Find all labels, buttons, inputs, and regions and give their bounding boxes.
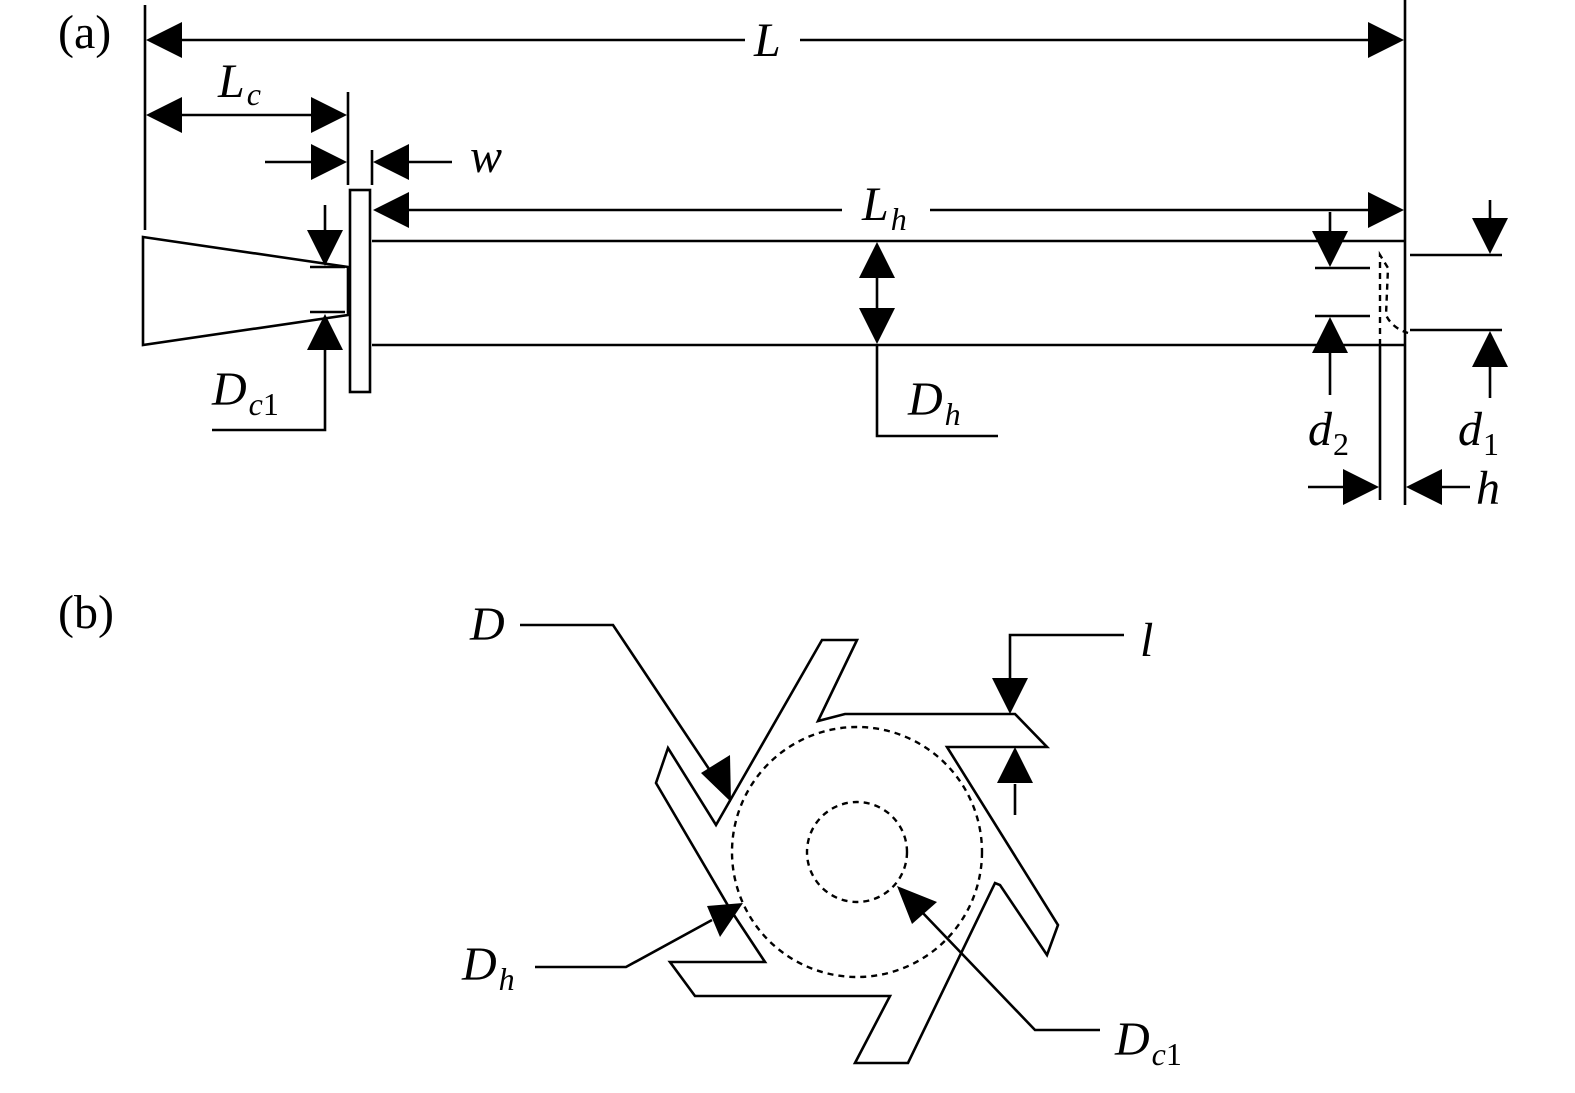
arrowhead xyxy=(373,192,409,228)
dimension-h: h xyxy=(1308,462,1500,515)
label-w: w xyxy=(470,130,502,183)
panel-a-label: (a) xyxy=(58,6,111,59)
nozzle-inlet-outline xyxy=(654,638,1060,1065)
arrowhead xyxy=(1406,469,1442,505)
arrowhead xyxy=(859,308,895,344)
leader xyxy=(212,350,327,432)
arrowhead xyxy=(307,314,343,350)
panel-b-label: (b) xyxy=(58,586,114,639)
label-Lh: Lh xyxy=(861,178,907,237)
label-Dc1-b: Dc1 xyxy=(1114,1013,1182,1072)
arrowhead xyxy=(992,678,1028,714)
label-Dh-b: Dh xyxy=(461,938,515,997)
arrowhead xyxy=(707,903,743,937)
arrowhead xyxy=(146,97,182,133)
arrowhead xyxy=(1368,192,1404,228)
label-h: h xyxy=(1476,462,1500,515)
dimension-L: L xyxy=(146,14,1404,67)
arrowhead xyxy=(146,22,182,58)
hot-end-valve-plug xyxy=(1378,250,1409,345)
arrowhead xyxy=(307,230,343,266)
dimension-l: l xyxy=(992,614,1153,815)
arrowhead xyxy=(897,886,937,924)
arrowhead xyxy=(1368,22,1404,58)
arrowhead xyxy=(1472,218,1508,254)
dimension-Dc1-a: Dc1 xyxy=(211,205,345,432)
arrowhead xyxy=(1343,469,1379,505)
label-Lc: Lc xyxy=(217,55,261,112)
label-D: D xyxy=(469,598,505,651)
arrowhead xyxy=(701,755,731,802)
arrowhead xyxy=(997,747,1033,783)
hot-tube-circle xyxy=(730,725,984,979)
panel-a-side-view: (a) L Lc w xyxy=(58,0,1508,515)
panel-b-vortex-generator: (b) D l Dh xyxy=(58,586,1182,1072)
label-Dh-a: Dh xyxy=(907,373,961,432)
dimension-d1: d1 xyxy=(1410,200,1508,462)
label-Dc1-a: Dc1 xyxy=(211,363,279,422)
label-d1: d1 xyxy=(1458,403,1499,462)
leader-Dh-b: Dh xyxy=(461,903,743,997)
dimension-d2: d2 xyxy=(1308,212,1370,462)
cold-orifice-circle xyxy=(805,800,909,904)
arrowhead xyxy=(1312,317,1348,353)
vortex-generator-plate xyxy=(348,188,372,394)
arrowhead xyxy=(311,144,347,180)
arrowhead xyxy=(311,97,347,133)
dimension-Lh: Lh xyxy=(373,178,1404,237)
dimension-w: w xyxy=(265,130,502,183)
cold-end-nozzle xyxy=(141,235,350,347)
leader-Dc1-b: Dc1 xyxy=(897,886,1182,1072)
label-L: L xyxy=(753,14,781,67)
arrowhead xyxy=(373,144,409,180)
arrowhead xyxy=(1312,231,1348,267)
leader xyxy=(875,345,998,438)
arrowhead xyxy=(1472,331,1508,367)
dimension-Lc: Lc xyxy=(146,55,347,133)
leader-D: D xyxy=(469,598,731,802)
arrowhead xyxy=(859,242,895,278)
label-l: l xyxy=(1140,614,1153,667)
dimension-Dh-a: Dh xyxy=(859,242,998,438)
label-d2: d2 xyxy=(1308,403,1349,462)
